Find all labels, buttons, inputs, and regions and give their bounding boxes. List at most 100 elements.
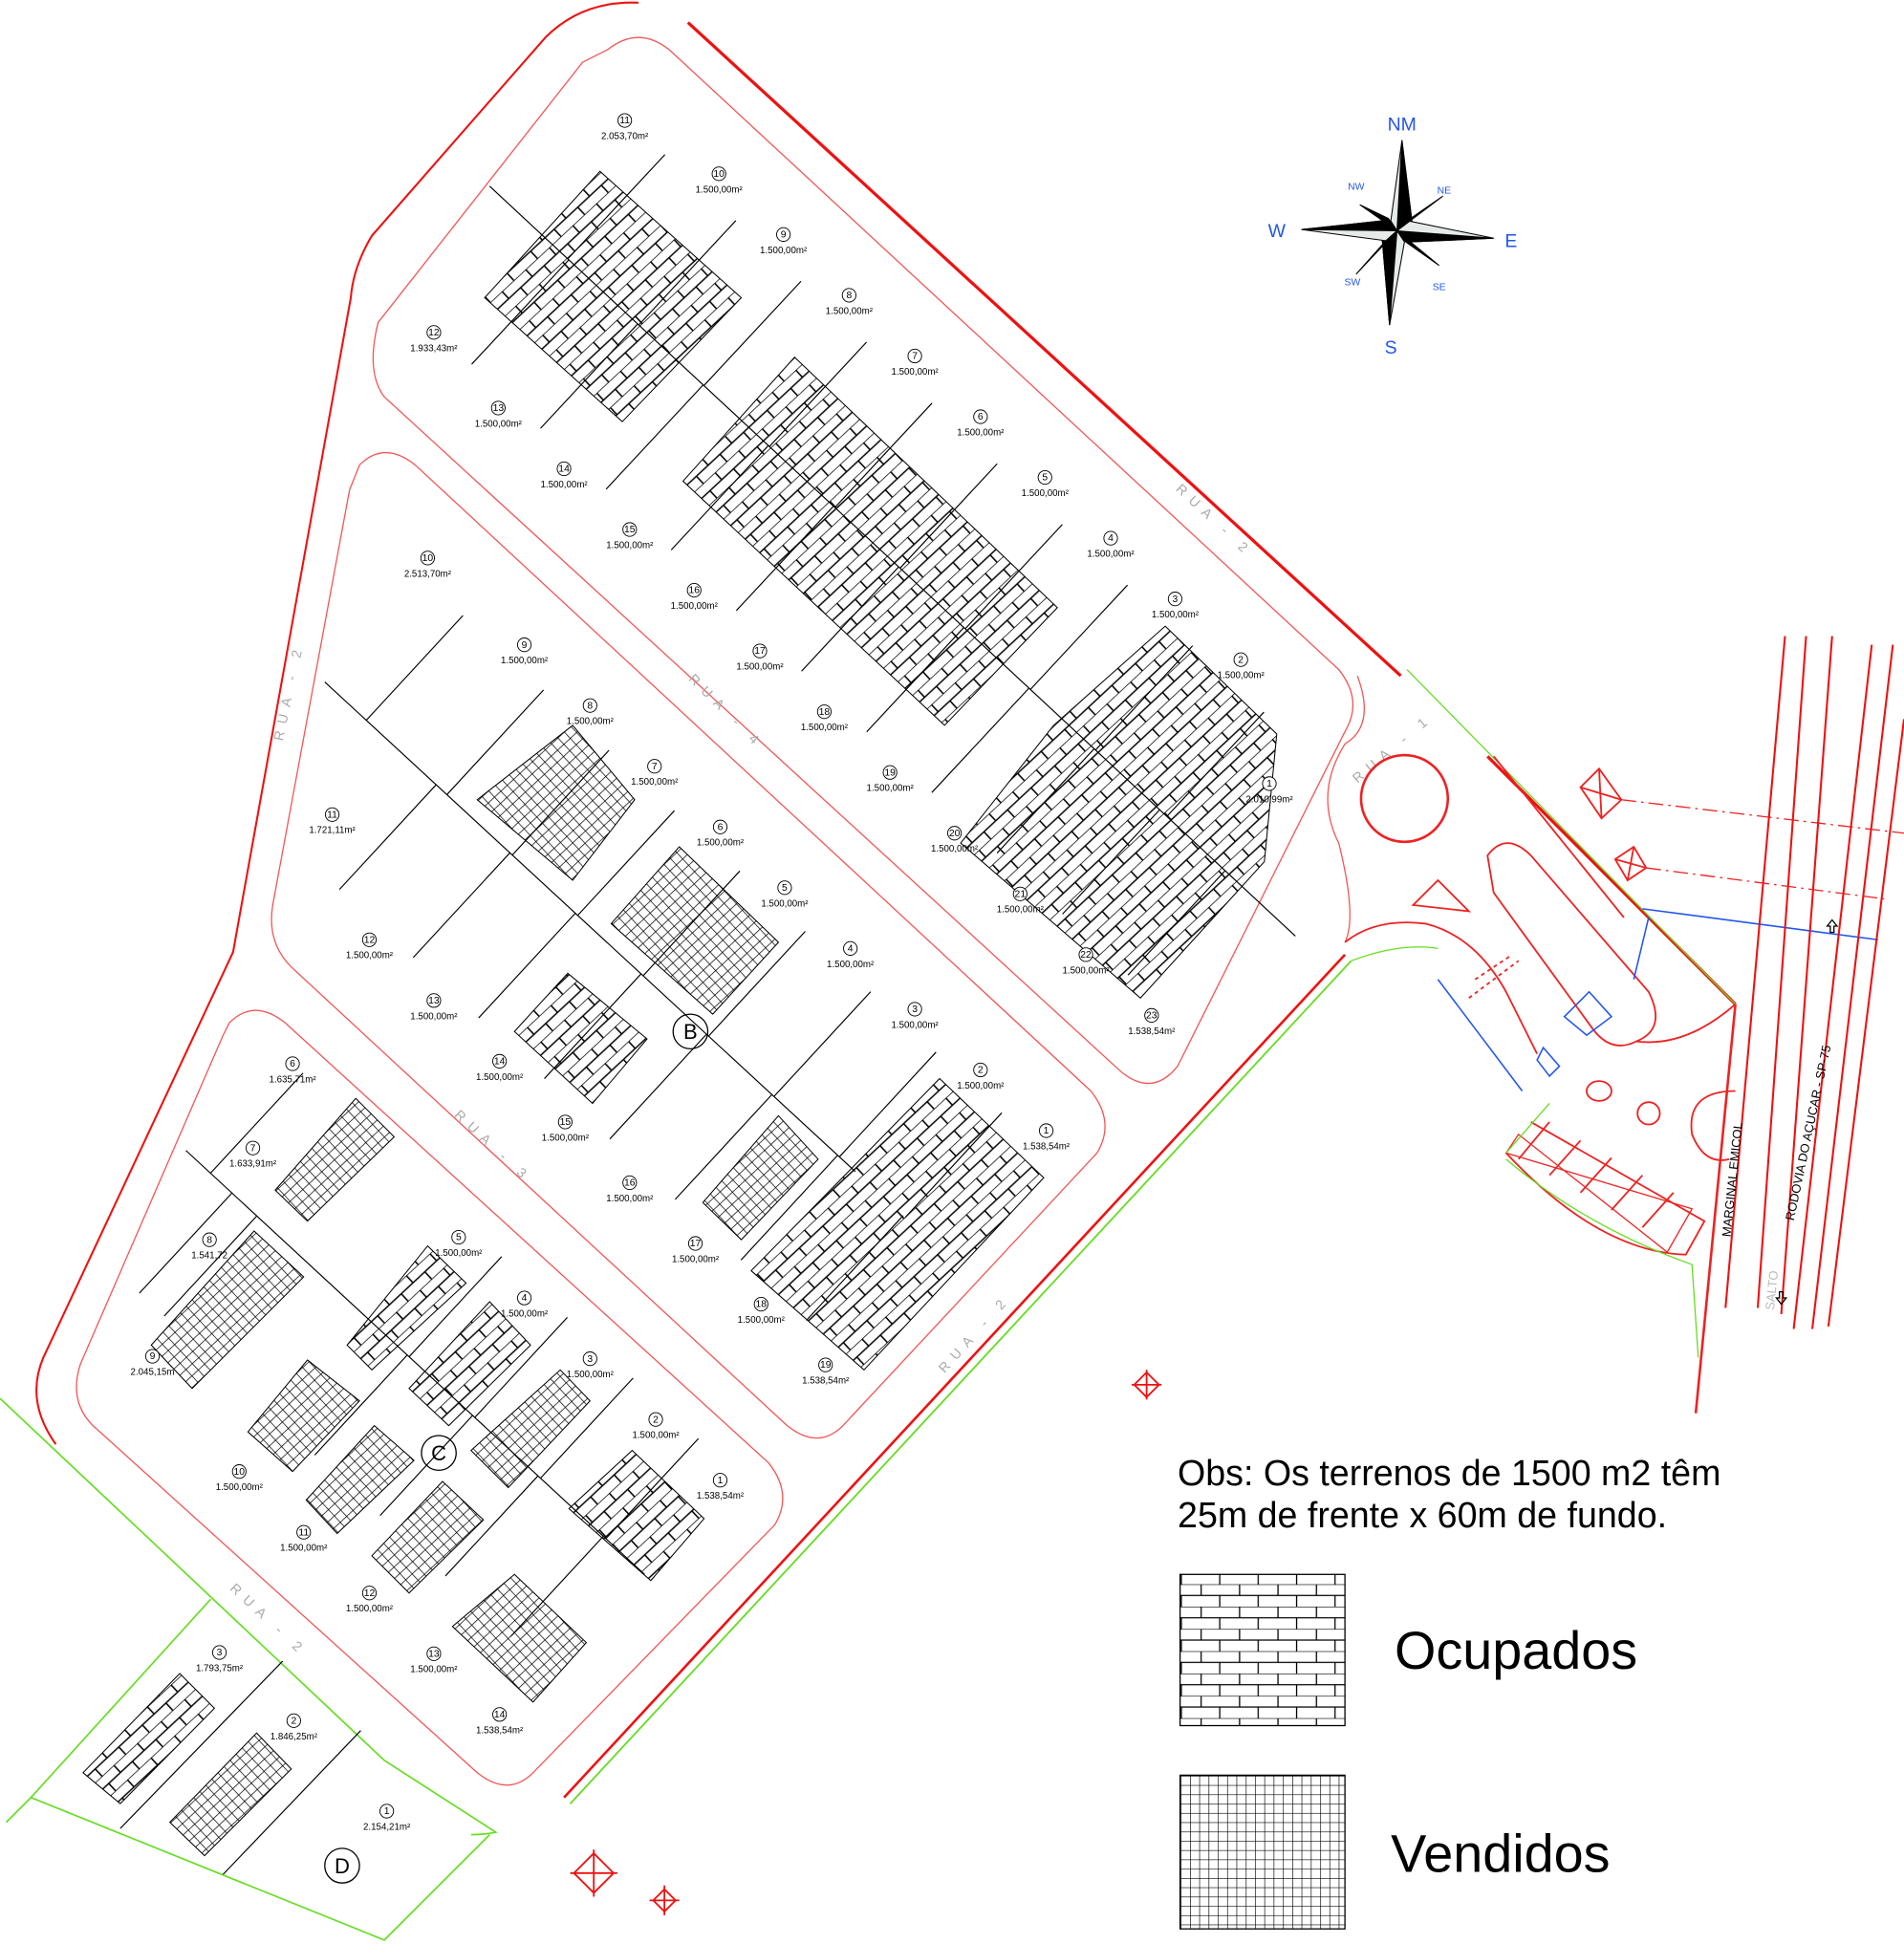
lot-label[interactable]: 92.045,15m [131, 1349, 175, 1378]
lot-label[interactable]: 131.500,00m² [475, 400, 523, 430]
lot-label[interactable]: 21.846,25m² [270, 1713, 318, 1742]
lot-label[interactable]: 91.500,00m² [501, 637, 549, 666]
hatched-lots [82, 170, 1278, 1857]
sold-lot [168, 1732, 292, 1857]
lot-label[interactable]: 61.500,00m² [957, 409, 1005, 439]
lot-label[interactable]: 211.500,00m² [997, 886, 1045, 916]
lot-label[interactable]: 111.721,11m² [309, 807, 357, 836]
lot-boundary-line [338, 784, 437, 891]
lot-label[interactable]: 21.500,00m² [1218, 652, 1266, 681]
lot-label[interactable]: 51.500,00m² [1022, 469, 1070, 499]
lot-number: 3 [587, 1354, 593, 1365]
lot-label[interactable]: 61.500,00m² [697, 819, 745, 849]
lot-label[interactable]: 31.500,00m² [567, 1351, 615, 1380]
lot-label[interactable]: 161.500,00m² [671, 582, 719, 612]
lot-number-circle [420, 551, 436, 566]
lot-area: 1.500,00m² [216, 1482, 264, 1493]
lot-label[interactable]: 61.635,71m² [269, 1056, 316, 1086]
lot-label[interactable]: 51.500,00m² [761, 880, 809, 910]
lot-boundary-line [834, 402, 933, 508]
lot-number: 9 [781, 230, 787, 241]
lot-number-circle [286, 1713, 301, 1728]
lot-number: 7 [250, 1143, 256, 1154]
lot-label[interactable]: 221.500,00m² [1062, 947, 1110, 977]
lot-label[interactable]: 191.538,54m² [802, 1357, 850, 1387]
lot-label[interactable]: 51.500,00m² [435, 1229, 483, 1259]
lot-label[interactable]: 181.500,00m² [738, 1296, 786, 1326]
lot-label[interactable]: 171.500,00m² [672, 1236, 720, 1265]
lot-number: 13 [493, 403, 505, 414]
lot-division-lines [119, 154, 1296, 1875]
lot-area: 1.500,00m² [435, 1248, 483, 1259]
lot-label[interactable]: 91.500,00m² [760, 227, 808, 256]
sold-lot [150, 1230, 305, 1390]
lot-label[interactable]: 21.500,00m² [632, 1412, 680, 1441]
lot-label[interactable]: 112.053,70m² [601, 113, 649, 142]
lot-number-circle [361, 1586, 378, 1601]
lot-label[interactable]: 141.500,00m² [476, 1053, 524, 1083]
lot-label[interactable]: 31.793,75m² [196, 1645, 244, 1674]
lot-boundary-line [1029, 584, 1129, 690]
lot-number: 7 [912, 352, 918, 362]
lot-label[interactable]: 141.500,00m² [540, 461, 588, 490]
lot-label[interactable]: 81.500,00m² [826, 288, 874, 317]
lot-area: 1.933,43m² [410, 343, 458, 354]
lot-number-circle [231, 1464, 247, 1480]
lot-label[interactable]: 81.541,72 [191, 1232, 227, 1262]
lot-label[interactable]: 201.500,00m² [931, 826, 979, 855]
lot-number: 12 [428, 328, 440, 338]
lot-label[interactable]: 181.500,00m² [801, 704, 849, 734]
lot-area: 1.541,72 [191, 1251, 227, 1262]
lot-number: 9 [522, 640, 528, 651]
lot-label[interactable]: 7 1.633,91m² [229, 1140, 277, 1170]
lot-label[interactable]: 151.500,00m² [606, 522, 654, 551]
lot-area: 1.500,00m² [761, 898, 809, 909]
lot-label[interactable]: 191.500,00m² [867, 765, 915, 794]
compass-rose-icon [1301, 140, 1494, 326]
lot-label[interactable]: 41.500,00m² [1087, 530, 1135, 560]
lot-number-circle [1233, 652, 1248, 667]
lot-area: 1.633,91m² [229, 1159, 277, 1170]
lot-boundary-line [209, 1072, 304, 1174]
lot-number: 23 [1146, 1011, 1158, 1022]
lot-label[interactable]: 151.500,00m² [542, 1114, 590, 1144]
lot-label[interactable]: 161.500,00m² [606, 1175, 654, 1204]
lot-number-circle [557, 1114, 573, 1130]
lot-number-circle [907, 1002, 922, 1017]
lot-label[interactable]: 101.500,00m² [696, 166, 744, 196]
lot-label[interactable]: 131.500,00m² [410, 1646, 458, 1675]
lot-label[interactable]: 102.513,70m² [404, 551, 452, 580]
lot-label[interactable]: 121.500,00m² [346, 932, 394, 961]
lot-label[interactable]: 71.500,00m² [892, 348, 940, 378]
lot-label[interactable]: 141.538,54m² [476, 1707, 524, 1737]
lot-label[interactable]: 71.500,00m² [631, 759, 679, 788]
lot-label[interactable]: 12.010,99m² [1245, 776, 1293, 806]
lot-label[interactable]: 11.538,54m² [697, 1473, 745, 1502]
lot-label[interactable]: 12.154,21m² [363, 1804, 411, 1833]
lot-area: 1.500,00m² [1087, 550, 1135, 560]
lot-label[interactable]: 81.500,00m² [567, 698, 615, 727]
lot-label[interactable]: 171.500,00m² [736, 643, 784, 673]
lot-label[interactable]: 121.500,00m² [346, 1586, 394, 1615]
lot-number-circle [1262, 776, 1277, 791]
lot-label[interactable]: 41.500,00m² [827, 940, 875, 970]
lot-label[interactable]: 31.500,00m² [1152, 592, 1200, 621]
lot-label[interactable]: 131.500,00m² [410, 993, 458, 1023]
lot-label[interactable]: 12 1.933,43m² [410, 325, 458, 355]
lot-label[interactable]: 111.500,00m² [280, 1524, 328, 1554]
lot-boundary-line [567, 154, 666, 260]
lot-label[interactable]: 231.538,54m² [1128, 1007, 1176, 1037]
lot-label[interactable]: 21.500,00m² [957, 1062, 1005, 1091]
lot-label[interactable]: 41.500,00m² [501, 1290, 549, 1320]
lot-boundary-line [866, 627, 964, 733]
lot-boundary-line [471, 259, 570, 365]
lot-number-circle [647, 759, 662, 774]
lot-boundary-line [638, 220, 737, 326]
lot-number-circle [324, 807, 340, 822]
lot-label[interactable]: 31.500,00m² [892, 1002, 940, 1031]
lot-boundary-line [1094, 645, 1194, 751]
lot-label[interactable]: 101.500,00m² [216, 1464, 264, 1494]
lot-label[interactable]: 11.538,54m² [1023, 1123, 1071, 1153]
lot-boundary-line [707, 931, 806, 1037]
